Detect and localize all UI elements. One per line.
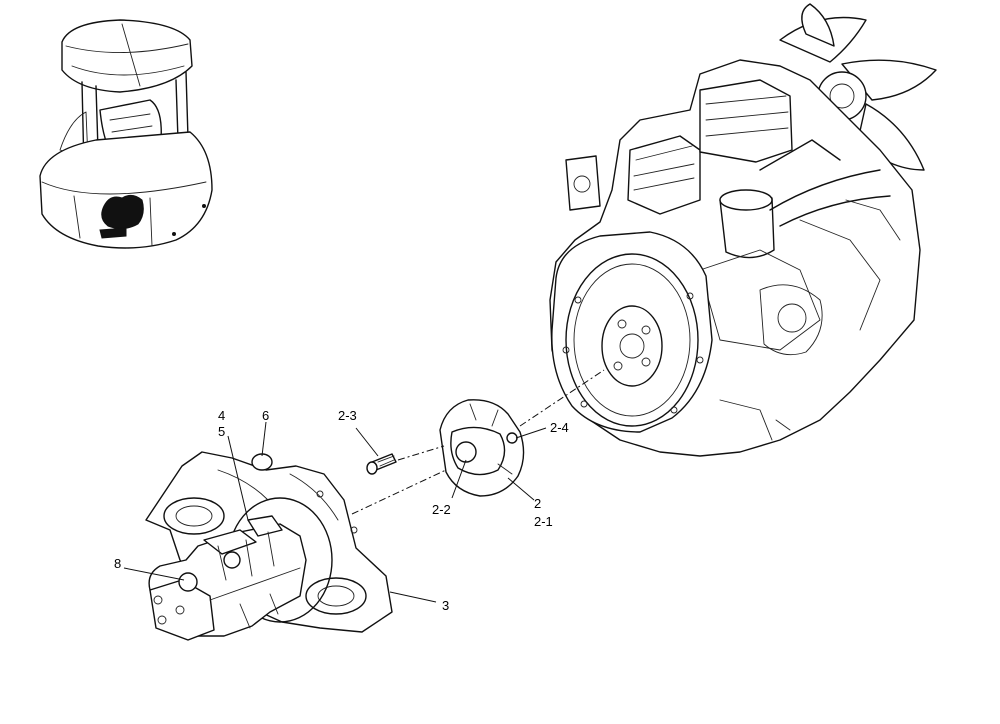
bolt-part bbox=[366, 453, 397, 475]
callout-2-4: 2-4 bbox=[550, 420, 569, 435]
assembly-axis-line bbox=[351, 469, 447, 515]
callout-4: 4 bbox=[218, 408, 225, 423]
bolt-axis-line bbox=[397, 445, 445, 461]
callout-8: 8 bbox=[114, 556, 121, 571]
machine-location-icon bbox=[39, 19, 213, 249]
coupling-axis-line bbox=[519, 369, 605, 427]
callout-3: 3 bbox=[442, 598, 449, 613]
callout-2-3: 2-3 bbox=[338, 408, 357, 423]
leader-lines bbox=[123, 421, 547, 603]
callout-6: 6 bbox=[262, 408, 269, 423]
callout-2-2: 2-2 bbox=[432, 502, 451, 517]
coupling-assembly bbox=[439, 399, 525, 497]
engine-assembly bbox=[549, 3, 937, 457]
callout-2: 2 bbox=[534, 496, 541, 511]
callout-5: 5 bbox=[218, 424, 225, 439]
callout-2-1: 2-1 bbox=[534, 514, 553, 529]
hydraulic-pump bbox=[148, 515, 307, 641]
